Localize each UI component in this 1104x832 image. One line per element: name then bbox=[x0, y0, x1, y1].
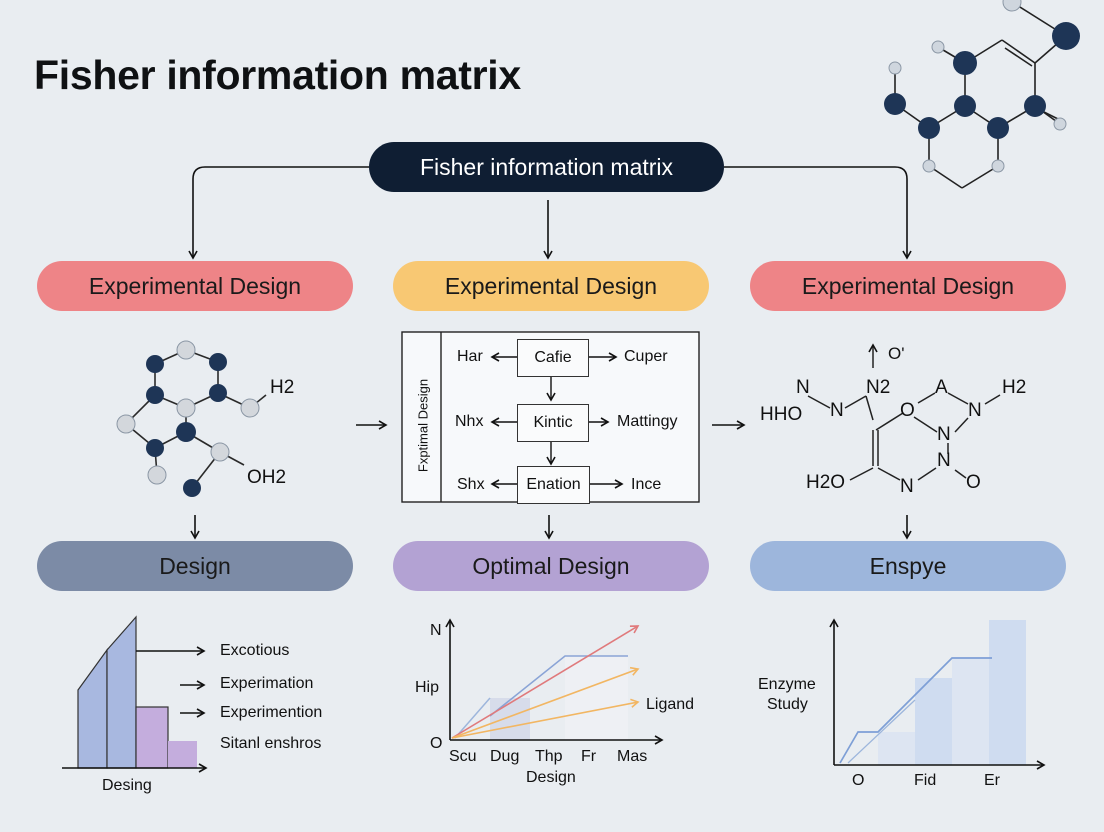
chart-right-ylabel-1: Enzyme bbox=[758, 676, 816, 693]
chart-right-xtick: Fid bbox=[914, 772, 937, 789]
node-experimental-design-right: Experimental Design bbox=[750, 261, 1066, 311]
right-structure-bonds bbox=[807, 343, 1001, 481]
chart-right-ylabel-2: Study bbox=[767, 696, 808, 713]
chart-center-origin: O bbox=[430, 735, 443, 752]
flowchart-side-label: Fxptimal Design bbox=[415, 378, 431, 473]
node-label: Experimental Design bbox=[88, 272, 302, 299]
flowchart-box-1: Cafie bbox=[517, 339, 589, 377]
chem-label: N bbox=[830, 400, 844, 421]
root-node: Fisher information matrix bbox=[369, 142, 724, 192]
flowchart-left-2: Nhx bbox=[455, 413, 484, 430]
root-node-label: Fisher information matrix bbox=[419, 153, 674, 180]
node-label: Enspye bbox=[869, 552, 947, 579]
flowchart-box-label: Cafie bbox=[534, 349, 572, 366]
chem-label: O' bbox=[888, 344, 905, 363]
chart-center-xtick: Thp bbox=[535, 748, 563, 765]
chart-left-legend-3: Experimention bbox=[220, 704, 323, 721]
flowchart-left-1: Har bbox=[457, 348, 483, 365]
chart-right-xtick: Er bbox=[984, 772, 1000, 789]
chart-center bbox=[445, 618, 664, 745]
chart-center-ylabel: Hip bbox=[415, 679, 440, 696]
chart-left-xlabel: Desing bbox=[102, 777, 152, 794]
chart-right-xtick: O bbox=[852, 772, 865, 789]
chart-center-xtick: Dug bbox=[490, 748, 520, 765]
node-label: Experimental Design bbox=[801, 272, 1015, 299]
chem-label: N bbox=[900, 476, 914, 497]
chem-label: HHO bbox=[760, 404, 803, 425]
molecule-label-oh2: OH2 bbox=[247, 467, 287, 488]
chart-left bbox=[62, 615, 208, 773]
flowchart-right-3: Ince bbox=[631, 476, 662, 493]
chem-label: O bbox=[900, 400, 915, 421]
node-label: Experimental Design bbox=[444, 272, 658, 299]
node-experimental-design-center: Experimental Design bbox=[393, 261, 709, 311]
page-title: Fisher information matrix bbox=[34, 52, 521, 98]
flowchart-box-2: Kintic bbox=[517, 404, 589, 442]
chem-label: N2 bbox=[866, 377, 891, 398]
node-label: Optimal Design bbox=[472, 552, 630, 579]
chart-left-legend-2: Experimation bbox=[220, 675, 314, 692]
chart-center-xtick: Fr bbox=[581, 748, 597, 765]
node-label: Design bbox=[159, 552, 231, 579]
chart-center-xtick: Scu bbox=[449, 748, 477, 765]
chem-label: O bbox=[966, 472, 981, 493]
chart-left-legend-1: Excotious bbox=[220, 642, 290, 659]
chart-center-xlabel: Design bbox=[526, 769, 576, 786]
root-connectors bbox=[188, 166, 912, 260]
flowchart-box-label: Kintic bbox=[533, 414, 573, 431]
chem-label: H2 bbox=[1002, 377, 1027, 398]
chem-label: A bbox=[935, 377, 948, 398]
node-design: Design bbox=[37, 541, 353, 591]
molecule-label-h2: H2 bbox=[270, 377, 295, 398]
flowchart-right-2: Mattingy bbox=[617, 413, 678, 430]
left-molecule bbox=[116, 340, 267, 497]
flowchart-box-label: Enation bbox=[526, 476, 581, 493]
chem-label: N bbox=[937, 450, 951, 471]
node-enspye: Enspye bbox=[750, 541, 1066, 591]
flowchart-right-1: Cuper bbox=[624, 348, 668, 365]
chart-center-ylabel-top: N bbox=[430, 622, 442, 639]
chart-left-legend-4: Sitanl enshros bbox=[220, 735, 322, 752]
node-optimal-design: Optimal Design bbox=[393, 541, 709, 591]
flowchart-left-3: Shx bbox=[457, 476, 485, 493]
chart-right bbox=[829, 618, 1046, 770]
chart-center-series-label: Ligand bbox=[646, 696, 695, 713]
chem-label: N bbox=[796, 377, 810, 398]
chem-label: H2O bbox=[806, 472, 846, 493]
node-experimental-design-left: Experimental Design bbox=[37, 261, 353, 311]
chem-label: N bbox=[968, 400, 982, 421]
flowchart-arrows bbox=[490, 352, 624, 489]
chem-label: N bbox=[937, 424, 951, 445]
decorative-molecule-top-right bbox=[884, 0, 1080, 189]
flowchart-box-3: Enation bbox=[517, 466, 590, 504]
chart-center-xtick: Mas bbox=[617, 748, 648, 765]
